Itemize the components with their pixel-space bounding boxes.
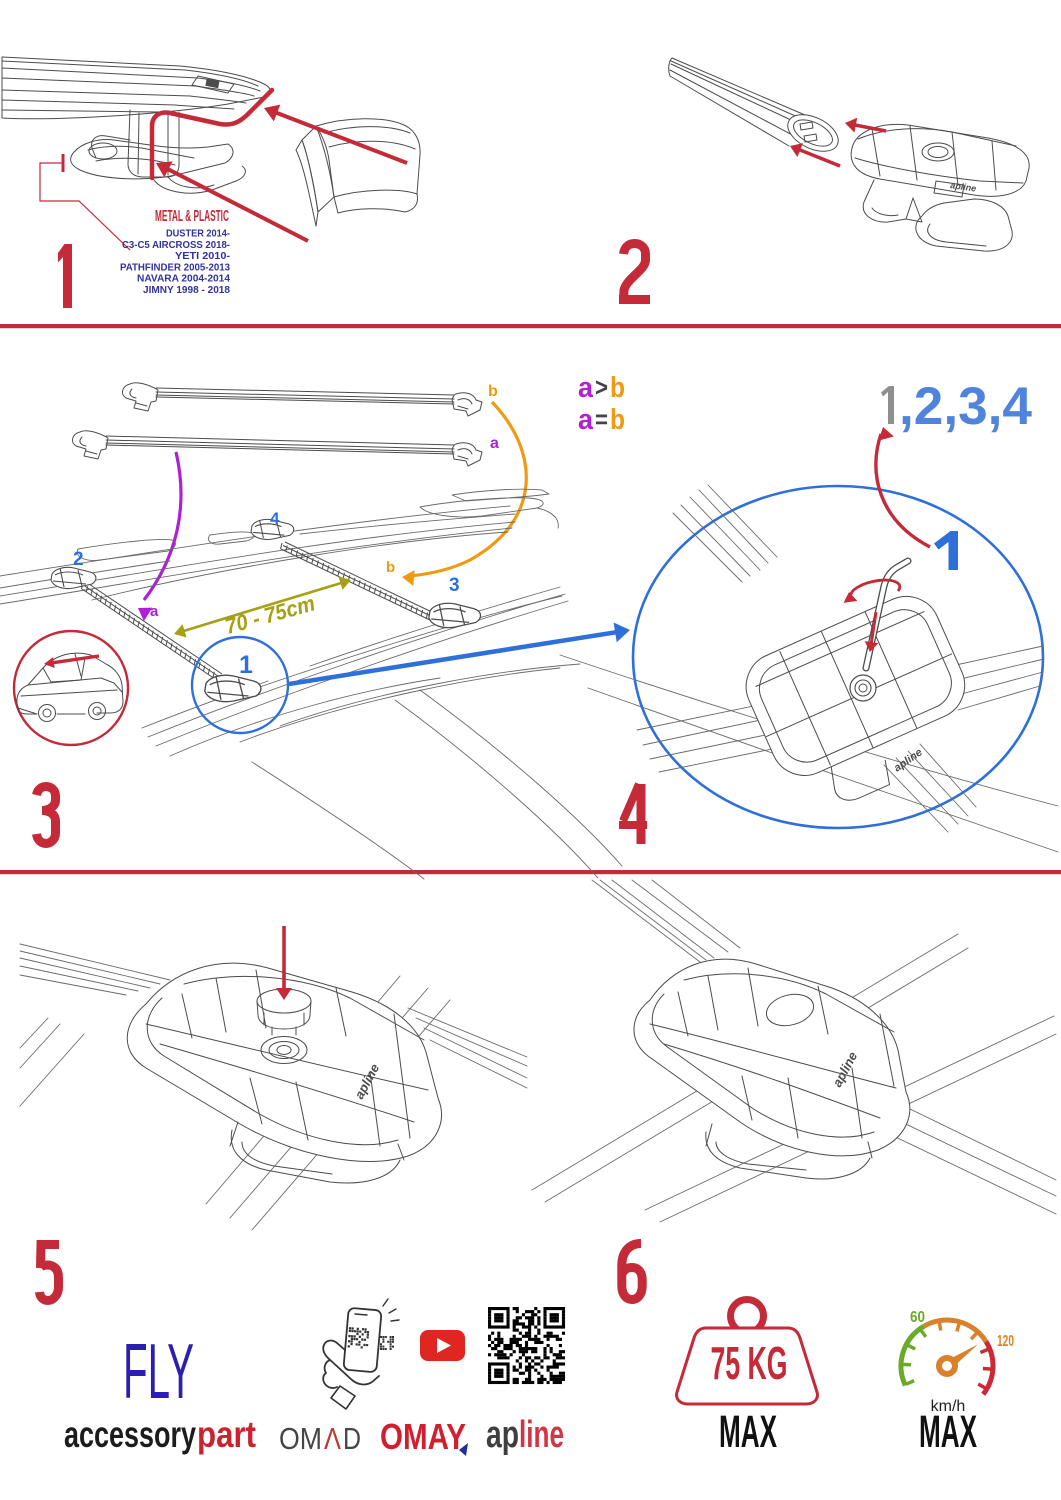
svg-text:YETI 2010-: YETI 2010- xyxy=(175,251,230,262)
svg-text:b: b xyxy=(610,372,625,404)
svg-text:>: > xyxy=(595,372,608,402)
svg-text:part: part xyxy=(197,1414,256,1455)
svg-text:b: b xyxy=(488,383,498,400)
svg-text:a: a xyxy=(490,435,499,452)
svg-text:b: b xyxy=(610,404,625,436)
svg-text:=: = xyxy=(595,404,608,434)
svg-text:DUSTER 2014-: DUSTER 2014- xyxy=(166,229,230,240)
svg-text:NAVARA 2004-2014: NAVARA 2004-2014 xyxy=(137,274,230,285)
svg-text:FLY: FLY xyxy=(123,1327,194,1415)
svg-text:METAL & PLASTIC: METAL & PLASTIC xyxy=(155,208,229,225)
svg-text:b: b xyxy=(386,559,395,576)
svg-text:JIMNY 1998 - 2018: JIMNY 1998 - 2018 xyxy=(143,285,230,296)
svg-text:a: a xyxy=(578,372,594,404)
svg-text:line: line xyxy=(519,1414,564,1456)
svg-text:accessory: accessory xyxy=(64,1414,196,1455)
svg-text:1: 1 xyxy=(239,651,253,679)
svg-text:OMAY: OMAY xyxy=(380,1416,466,1457)
svg-text:C3-C5 AIRCROSS 2018-: C3-C5 AIRCROSS 2018- xyxy=(122,240,230,251)
svg-text:a: a xyxy=(150,603,159,620)
svg-text:75 KG: 75 KG xyxy=(711,1337,788,1389)
svg-text:PATHFINDER 2005-2013: PATHFINDER 2005-2013 xyxy=(120,262,230,273)
svg-text:2: 2 xyxy=(73,549,84,570)
svg-text:MAX: MAX xyxy=(719,1406,777,1457)
svg-text:D: D xyxy=(343,1421,361,1456)
svg-text:Λ: Λ xyxy=(324,1421,341,1456)
svg-text:a: a xyxy=(578,404,594,436)
svg-text:120: 120 xyxy=(997,1333,1014,1350)
svg-text:OM: OM xyxy=(279,1421,322,1456)
svg-text:km/h: km/h xyxy=(931,1398,966,1415)
svg-text:,2,3,4: ,2,3,4 xyxy=(899,377,1033,436)
svg-text:apline: apline xyxy=(950,180,977,194)
svg-text:4: 4 xyxy=(270,509,280,528)
svg-text:60: 60 xyxy=(910,1309,925,1326)
svg-text:3: 3 xyxy=(449,575,460,596)
svg-text:ap: ap xyxy=(486,1414,519,1456)
svg-text:MAX: MAX xyxy=(919,1406,977,1457)
